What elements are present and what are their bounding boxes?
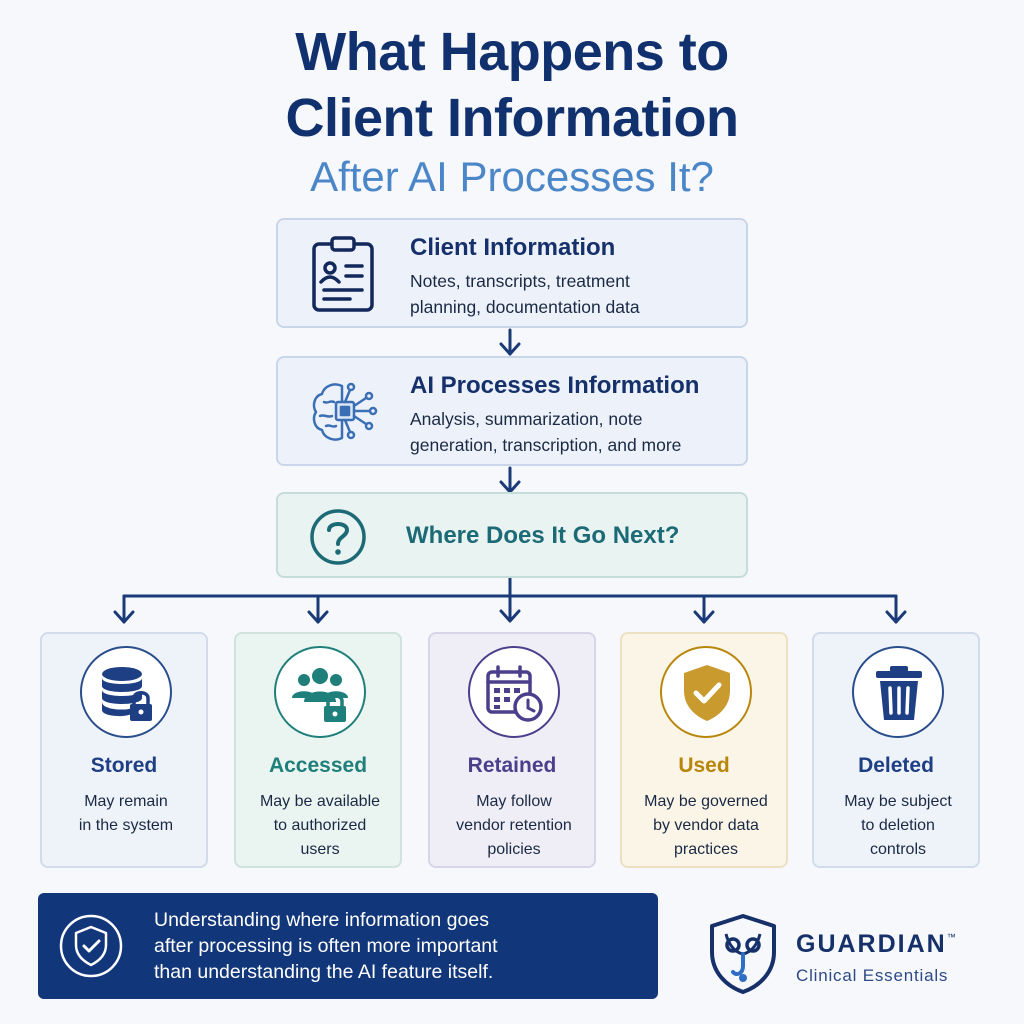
step-description: Notes, transcripts, treatment planning, … <box>410 271 640 317</box>
outcome-icon-circle <box>852 646 944 738</box>
outcome-description: May follow vendor retention policies <box>456 793 572 858</box>
outcome-description: May be subject to deletion controls <box>844 793 952 858</box>
title-line-2: Client Information <box>285 88 739 148</box>
outcome-used: Used May be governed by vendor data prac… <box>620 632 788 868</box>
outcome-icon-circle <box>468 646 560 738</box>
title-line-1: What Happens to <box>295 22 729 82</box>
subtitle: After AI Processes It? <box>310 153 714 200</box>
brand-name: GUARDIAN™ <box>796 930 956 958</box>
calendar-clock-icon <box>486 665 543 722</box>
outcome-deleted: Deleted May be subject to deletion contr… <box>812 632 980 868</box>
step-ai-processes: AI Processes Information Analysis, summa… <box>276 356 748 466</box>
outcome-description: May remain in the system <box>78 793 174 834</box>
outcome-title: Stored <box>90 754 158 777</box>
outcome-description: May be available to authorized users <box>259 793 381 858</box>
banner-text: Understanding where information goes aft… <box>154 909 498 983</box>
step-title: Client Information <box>410 234 616 261</box>
outcome-title: Deleted <box>858 754 934 777</box>
step-description: Analysis, summarization, note generation… <box>410 409 682 455</box>
guardian-shield-logo <box>710 914 776 994</box>
key-takeaway-banner: Understanding where information goes aft… <box>38 893 658 999</box>
outcome-description: May be governed by vendor data practices <box>644 793 768 858</box>
question-mark-icon <box>310 509 366 565</box>
brand-tagline: Clinical Essentials <box>796 966 949 985</box>
shield-check-icon <box>59 914 123 978</box>
outcome-icon-circle <box>660 646 752 738</box>
question-text: Where Does It Go Next? <box>406 522 680 549</box>
outcome-accessed: Accessed May be available to authorized … <box>234 632 402 868</box>
outcome-title: Retained <box>467 754 557 777</box>
users-lock-icon <box>292 668 348 722</box>
shield-check-icon <box>684 665 730 721</box>
question-box: Where Does It Go Next? <box>276 492 748 578</box>
step-title: AI Processes Information <box>410 372 700 399</box>
ai-brain-chip-icon <box>312 382 378 441</box>
outcome-title: Used <box>678 754 730 777</box>
outcome-stored: Stored May remain in the system <box>40 632 208 868</box>
clipboard-icon <box>312 236 374 312</box>
outcome-retained: Retained May follow vendor retention pol… <box>428 632 596 868</box>
outcome-title: Accessed <box>268 754 368 777</box>
outcome-icon-circle <box>80 646 172 738</box>
outcome-icon-circle <box>274 646 366 738</box>
trash-icon <box>876 666 922 720</box>
database-lock-icon <box>102 667 152 721</box>
step-client-information: Client Information Notes, transcripts, t… <box>276 218 748 328</box>
